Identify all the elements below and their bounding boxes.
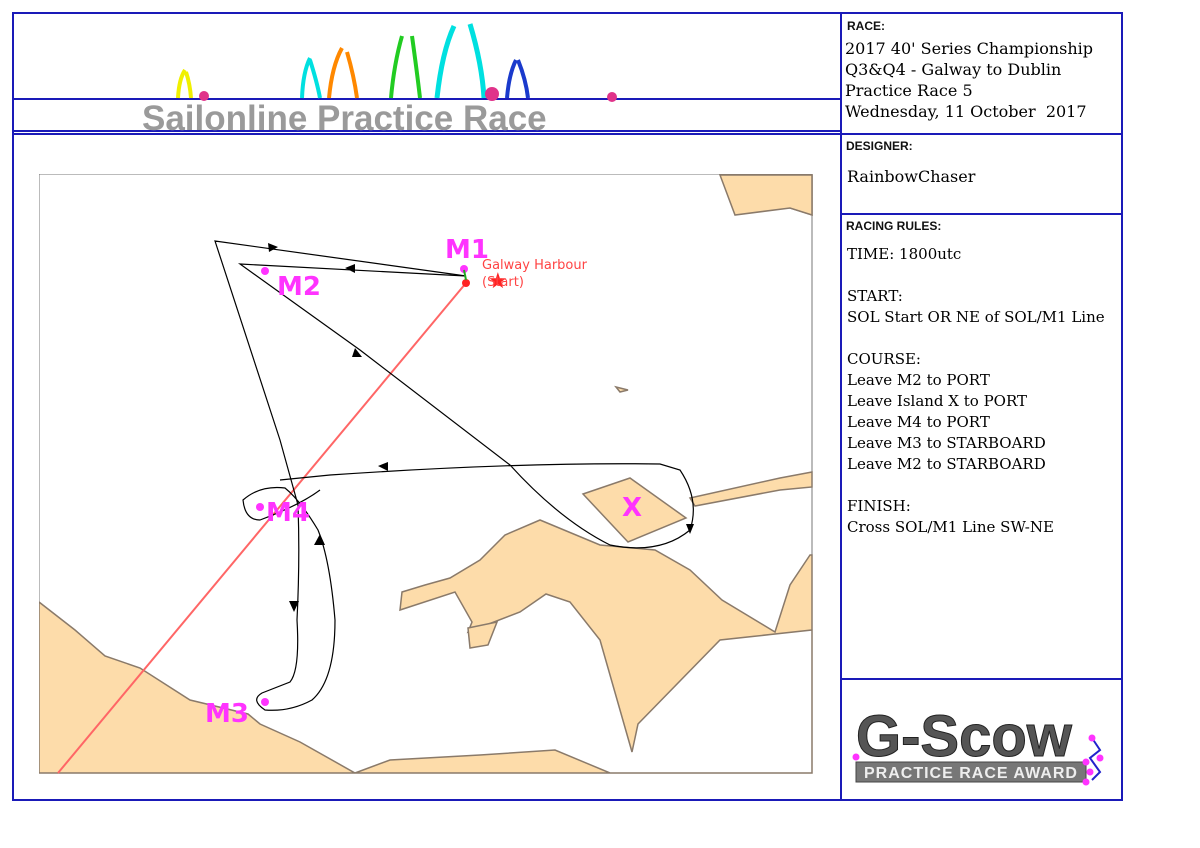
sail-cyan2-icon xyxy=(434,23,487,99)
sail-yellow-icon xyxy=(176,68,193,99)
banner-graphic: Sailonline Practice Race xyxy=(14,23,840,133)
m1-start-link xyxy=(463,269,467,281)
arrow-icon xyxy=(378,462,388,471)
mark-m3-label: M3 xyxy=(205,699,249,729)
rules-course-item: Leave M2 to STARBOARD xyxy=(847,455,1046,473)
rules-course-item: Leave M4 to PORT xyxy=(847,413,990,431)
rules-label: RACING RULES: xyxy=(846,219,942,233)
rules-start-heading: START: xyxy=(847,287,903,305)
arrow-icon xyxy=(289,601,299,612)
arrow-icon xyxy=(314,534,325,545)
rules-finish-text: Cross SOL/M1 Line SW-NE xyxy=(847,518,1054,536)
logo-title: G-Scow xyxy=(856,704,1073,769)
race-line-3: Practice Race 5 xyxy=(845,81,973,100)
mark-m4-dot xyxy=(256,503,264,511)
sail-blue-icon xyxy=(505,59,530,99)
start-line xyxy=(57,282,467,774)
logo-subtitle: PRACTICE RACE AWARD xyxy=(864,765,1078,782)
rules-start-text: SOL Start OR NE of SOL/M1 Line xyxy=(847,308,1105,326)
map-panel xyxy=(12,133,842,801)
banner-title: Sailonline Practice Race xyxy=(142,99,547,133)
course-map: ★ Galway Harbour (Start) M1 M2 M4 M3 X xyxy=(39,174,813,774)
rules-course-heading: COURSE: xyxy=(847,350,921,368)
mark-m1-dot xyxy=(460,265,468,273)
rules-finish-heading: FINISH: xyxy=(847,497,911,515)
banner-dot-2 xyxy=(485,87,499,101)
course-arrows xyxy=(268,243,694,612)
rules-course-item: Leave M2 to PORT xyxy=(847,371,990,389)
rules-time: TIME: 1800utc xyxy=(847,245,962,263)
sail-orange-icon xyxy=(327,47,359,99)
mark-m4-label: M4 xyxy=(266,498,310,528)
banner-dot-1 xyxy=(199,91,209,101)
mark-m3-dot xyxy=(261,698,269,706)
start-star-icon: ★ xyxy=(488,269,508,294)
harbour-label: Galway Harbour xyxy=(482,258,588,273)
race-line-2: Q3&Q4 - Galway to Dublin xyxy=(845,60,1062,79)
land-mass xyxy=(39,174,813,774)
race-line-1: 2017 40' Series Championship xyxy=(845,39,1094,58)
arrow-icon xyxy=(268,243,278,252)
mark-m1-label: M1 xyxy=(445,235,489,265)
island-x-label: X xyxy=(622,493,642,523)
course-path xyxy=(214,240,694,711)
arrow-icon xyxy=(686,524,694,534)
arrow-icon xyxy=(345,264,355,273)
logo-sail-icon xyxy=(1088,737,1102,781)
race-label: RACE: xyxy=(847,19,885,33)
mark-m2-dot xyxy=(261,267,269,275)
banner-dot-3 xyxy=(607,92,617,102)
race-line-4: Wednesday, 11 October 2017 xyxy=(845,102,1087,121)
rules-course-item: Leave M3 to STARBOARD xyxy=(847,434,1046,452)
arrow-icon xyxy=(352,348,362,357)
designer-name: RainbowChaser xyxy=(847,167,976,186)
sail-green-icon xyxy=(389,35,422,99)
start-label: (Start) xyxy=(482,275,524,290)
sail-cyan-icon xyxy=(300,57,322,99)
g-scow-logo: G-Scow PRACTICE RACE AWARD xyxy=(852,704,1104,786)
rules-course-item: Leave Island X to PORT xyxy=(847,392,1027,410)
mark-m2-label: M2 xyxy=(277,272,321,302)
designer-label: DESIGNER: xyxy=(846,139,913,153)
start-dot xyxy=(462,279,470,287)
